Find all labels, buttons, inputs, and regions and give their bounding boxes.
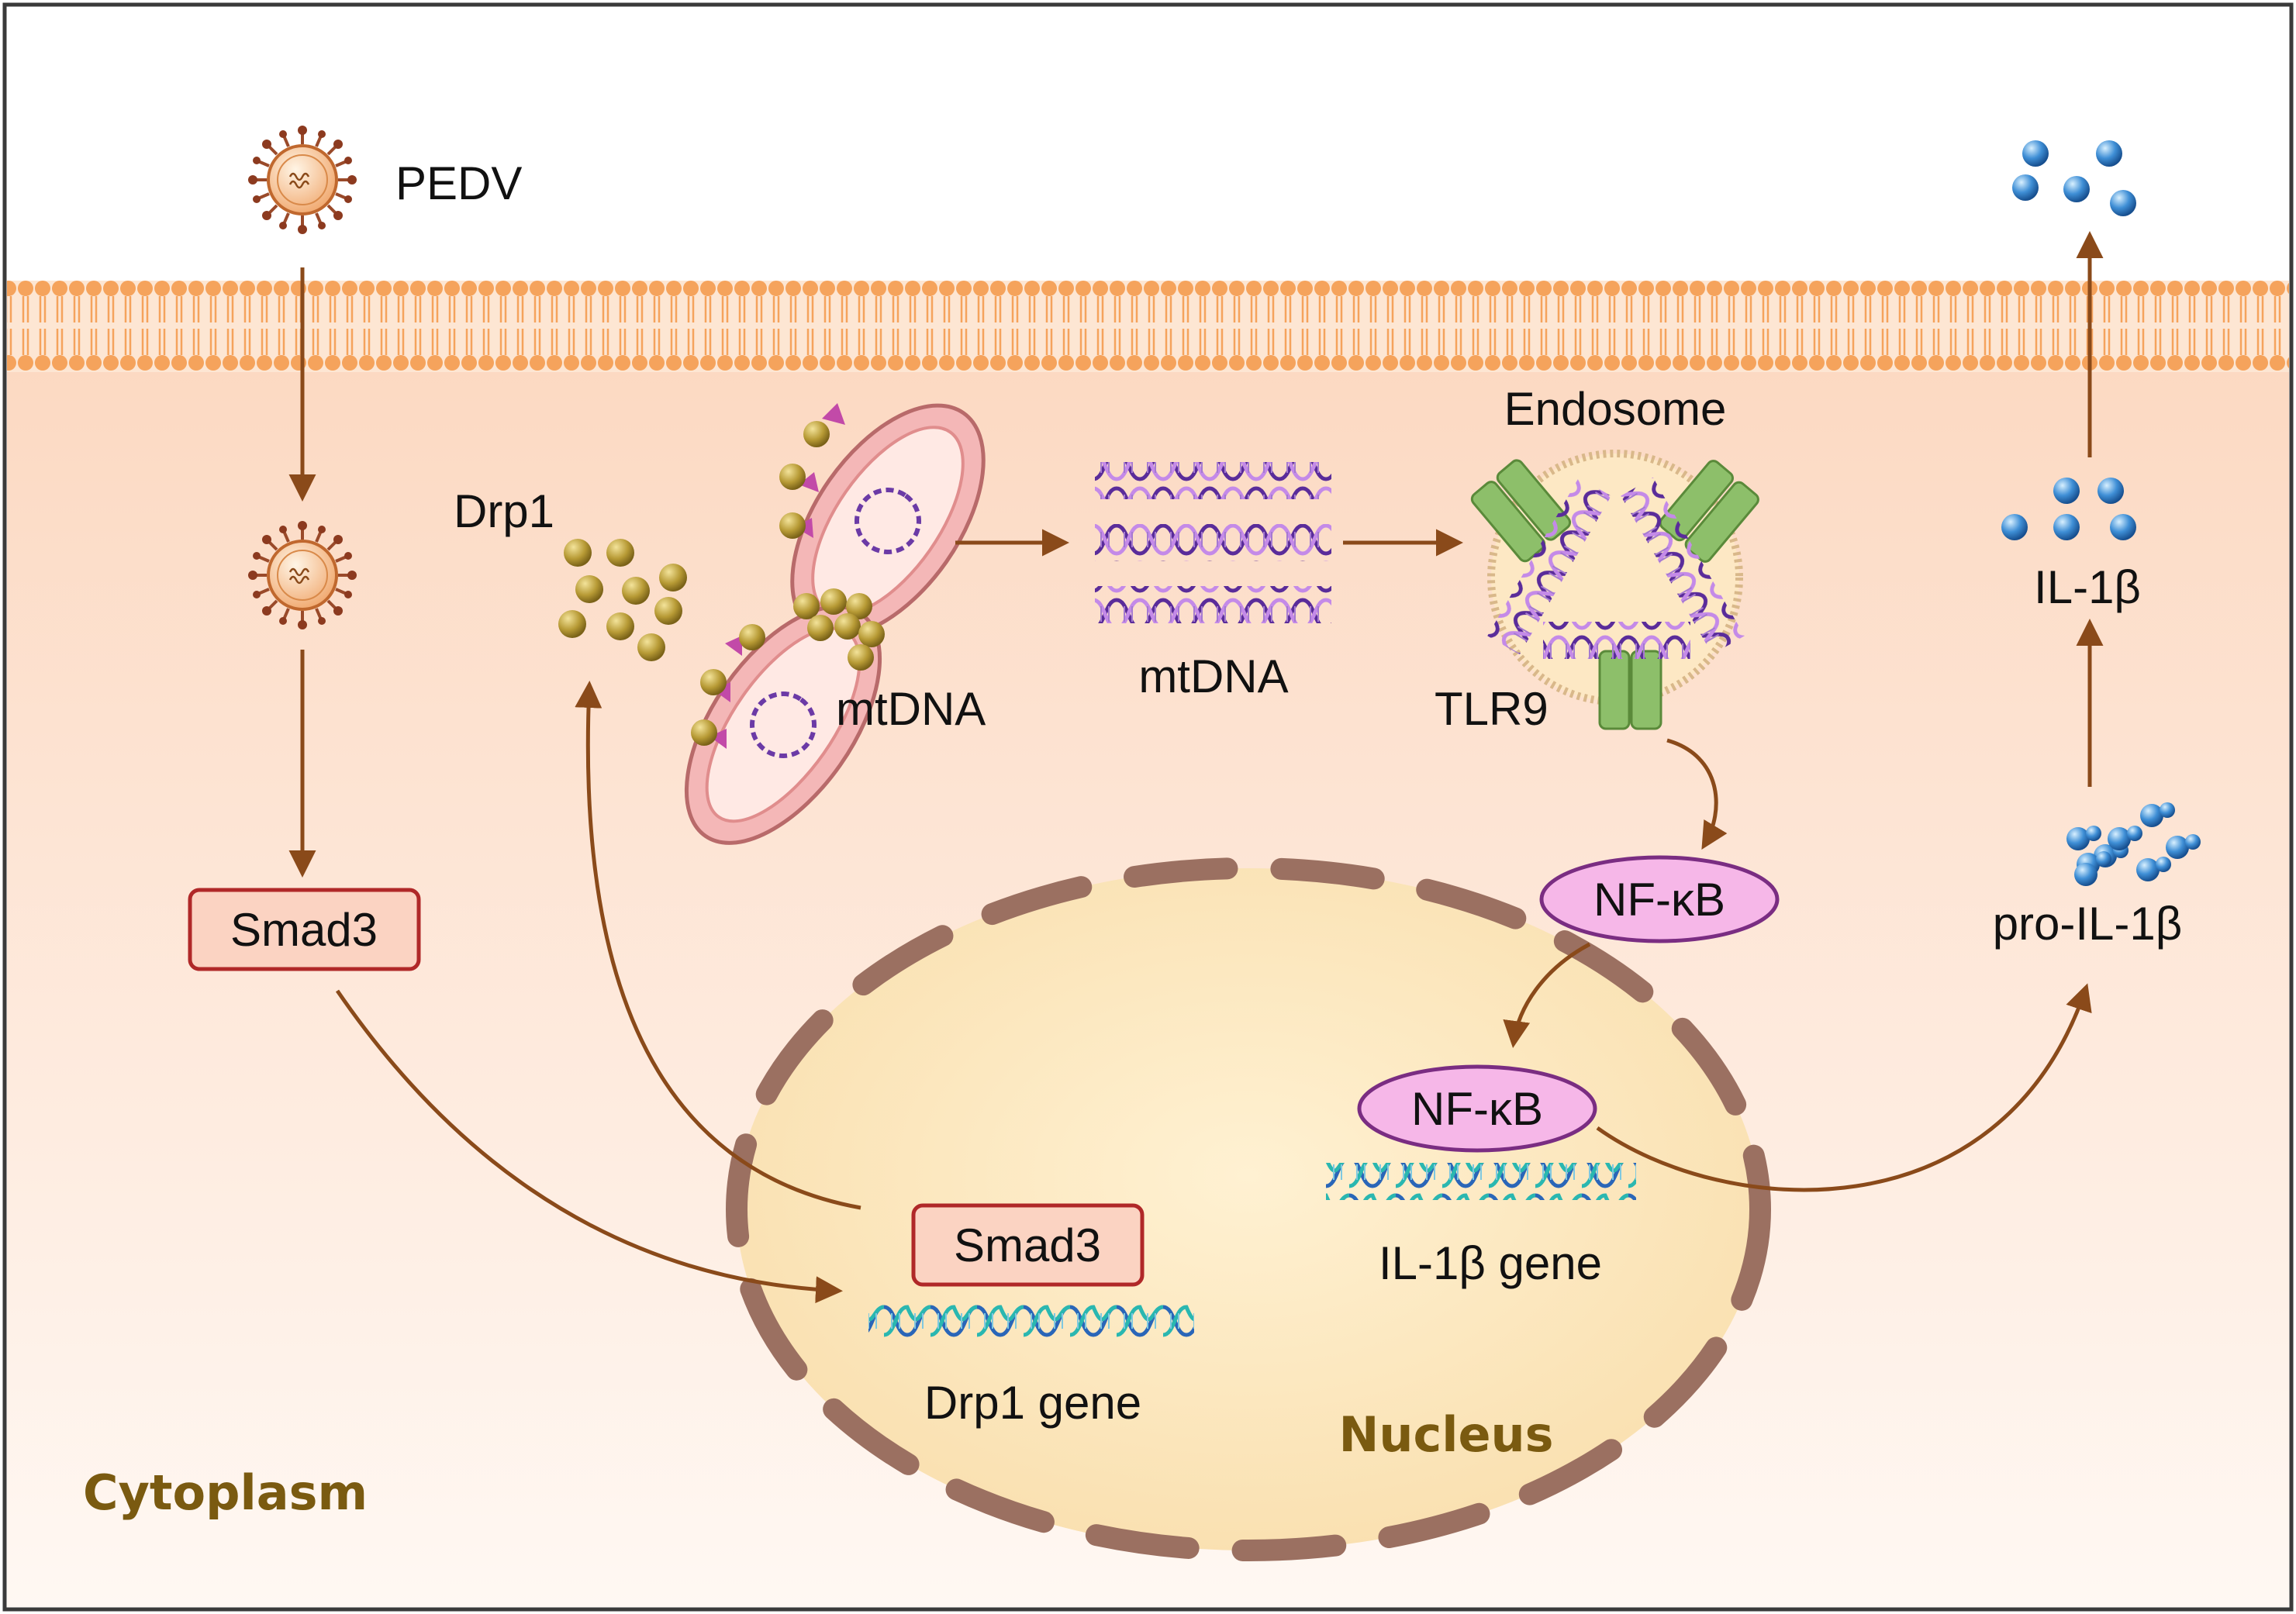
smad3-cyto-box (188, 888, 421, 971)
nucleus (726, 857, 1771, 1561)
nfkb-nuc-label: NF-κB (1411, 1083, 1543, 1135)
arrow-nfkb-to-nucleus (1503, 942, 1591, 1048)
smad3-nuc-label: Smad3 (954, 1219, 1101, 1271)
smad3-nuc-box (911, 1203, 1145, 1287)
pedv-label: PEDV (395, 157, 522, 209)
nfkb-nuc-oval (1357, 1064, 1597, 1153)
free-mtdna-strands (1095, 462, 1331, 623)
nfkb-cyto-label: NF-κB (1593, 874, 1725, 926)
arrow-il1b-gene-to-pro-il1b (1596, 983, 2092, 1192)
nfkb-cyto-oval (1539, 855, 1780, 943)
secreted-il1b-cluster (2012, 140, 2136, 216)
smad3-cyto-label: Smad3 (230, 904, 378, 956)
tlr9-label: TLR9 (1435, 683, 1549, 735)
mtdna-free-label: mtDNA (1138, 650, 1288, 702)
pedv-internalized-icon (247, 519, 358, 631)
cell-membrane (7, 281, 2289, 374)
il1b-cluster (2001, 478, 2136, 540)
drp1-bound-to-mitochondria (691, 403, 885, 749)
il1b-gene-dna (1326, 1163, 1636, 1200)
drp1-label: Drp1 (454, 485, 554, 537)
mtdna-mito-label: mtDNA (836, 683, 986, 735)
arrow-drp1-gene-to-drp1 (575, 681, 861, 1210)
pro-il1b-cluster (2066, 802, 2201, 886)
pedv-virus-icon (247, 124, 358, 236)
drp1-gene-dna (868, 1302, 1194, 1340)
il1b-gene-label: IL-1β gene (1379, 1237, 1602, 1289)
endosome-label: Endosome (1504, 383, 1727, 435)
cytoplasm-label: Cytoplasm (83, 1464, 368, 1521)
il1b-label: IL-1β (2034, 561, 2141, 613)
tlr9-receptors (1470, 459, 1759, 730)
pro-il1b-label: pro-IL-1β (1993, 898, 2183, 950)
arrow-smad3-to-nucleus (335, 989, 843, 1304)
arrow-tlr9-to-nfkb (1666, 738, 1728, 850)
drp1-gene-label: Drp1 gene (924, 1377, 1141, 1429)
drp1-protein-cluster (558, 539, 687, 661)
nucleus-label: Nucleus (1338, 1406, 1553, 1463)
